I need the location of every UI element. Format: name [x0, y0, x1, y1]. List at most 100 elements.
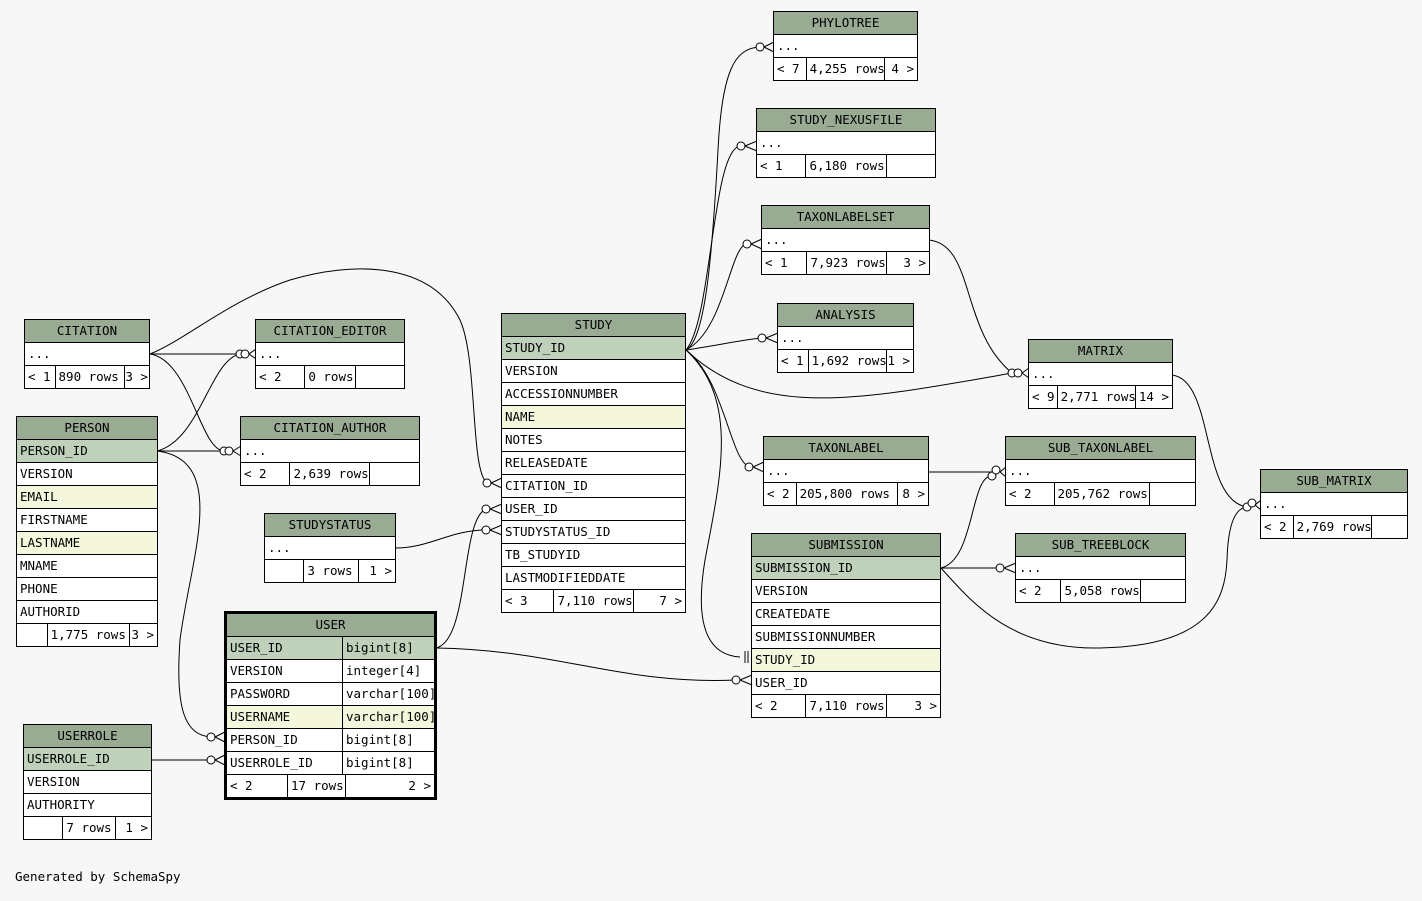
column-row[interactable]: SUBMISSION_ID: [752, 557, 940, 580]
table-name[interactable]: TAXONLABELSET: [762, 206, 929, 229]
column-row[interactable]: VERSION: [752, 580, 940, 603]
children-count[interactable]: 1 >: [357, 560, 395, 582]
table-name[interactable]: CITATION_EDITOR: [256, 320, 404, 343]
table-name[interactable]: USERROLE: [24, 725, 151, 748]
column-row[interactable]: EMAIL: [17, 486, 157, 509]
table-name[interactable]: MATRIX: [1029, 340, 1172, 363]
children-count[interactable]: 8 >: [897, 483, 928, 505]
column-row[interactable]: STUDY_ID: [752, 649, 940, 672]
column-row[interactable]: TB_STUDYID: [502, 544, 685, 567]
column-row[interactable]: USERROLE_ID: [24, 748, 151, 771]
parents-count[interactable]: [17, 624, 47, 646]
children-count[interactable]: 2 >: [345, 775, 434, 797]
column-row[interactable]: FIRSTNAME: [17, 509, 157, 532]
collapsed-columns[interactable]: ...: [256, 343, 404, 366]
column-row[interactable]: SUBMISSIONNUMBER: [752, 626, 940, 649]
parents-count[interactable]: < 7: [777, 61, 800, 76]
column-row[interactable]: LASTMODIFIEDDATE: [502, 567, 685, 590]
parents-count[interactable]: < 2: [755, 698, 778, 713]
column-row[interactable]: CREATEDATE: [752, 603, 940, 626]
collapsed-columns[interactable]: ...: [1029, 363, 1172, 386]
column-row[interactable]: STUDYSTATUS_ID: [502, 521, 685, 544]
children-count[interactable]: [1371, 516, 1407, 538]
column-row[interactable]: RELEASEDATE: [502, 452, 685, 475]
column-row[interactable]: LASTNAME: [17, 532, 157, 555]
children-count[interactable]: [368, 463, 419, 485]
table-name[interactable]: CITATION_AUTHOR: [241, 417, 419, 440]
column-row[interactable]: VERSION: [17, 463, 157, 486]
parents-count[interactable]: < 9: [1032, 389, 1055, 404]
collapsed-columns[interactable]: ...: [1016, 557, 1185, 580]
parents-count[interactable]: < 1: [28, 369, 51, 384]
table-name[interactable]: ANALYSIS: [778, 304, 913, 327]
column-row[interactable]: ACCESSIONNUMBER: [502, 383, 685, 406]
parents-count[interactable]: < 2: [767, 486, 790, 501]
collapsed-columns[interactable]: ...: [25, 343, 149, 366]
children-count[interactable]: 7 >: [632, 590, 685, 612]
parents-count[interactable]: < 1: [760, 158, 783, 173]
children-count[interactable]: 3 >: [885, 695, 940, 717]
children-count[interactable]: 14 >: [1135, 386, 1172, 408]
column-row[interactable]: USER_ID: [502, 498, 685, 521]
column-row[interactable]: AUTHORID: [17, 601, 157, 624]
parents-count[interactable]: [24, 817, 62, 839]
column-row[interactable]: CITATION_ID: [502, 475, 685, 498]
table-name[interactable]: SUB_TAXONLABEL: [1006, 437, 1195, 460]
collapsed-columns[interactable]: ...: [241, 440, 419, 463]
children-count[interactable]: [354, 366, 404, 388]
children-count[interactable]: [885, 155, 935, 177]
collapsed-columns[interactable]: ...: [757, 132, 935, 155]
children-count[interactable]: [1149, 483, 1195, 505]
children-count[interactable]: 4 >: [884, 58, 917, 80]
parents-count[interactable]: < 2: [259, 369, 282, 384]
column-row[interactable]: VERSION: [502, 360, 685, 383]
children-count[interactable]: 3 >: [885, 252, 930, 274]
parents-count[interactable]: < 2: [1264, 519, 1287, 534]
collapsed-columns[interactable]: ...: [265, 537, 395, 560]
table-name[interactable]: PERSON: [17, 417, 157, 440]
children-count[interactable]: 3 >: [129, 624, 157, 646]
parents-count[interactable]: < 2: [1009, 486, 1032, 501]
parents-count[interactable]: [265, 560, 303, 582]
children-count[interactable]: 3 >: [124, 366, 149, 388]
parents-count[interactable]: < 1: [781, 353, 804, 368]
table-name[interactable]: STUDY: [502, 314, 685, 337]
column-row[interactable]: USER_ID: [752, 672, 940, 695]
column-row[interactable]: STUDY_ID: [502, 337, 685, 360]
column-row[interactable]: NOTES: [502, 429, 685, 452]
collapsed-columns[interactable]: ...: [1261, 493, 1407, 516]
column-row[interactable]: VERSION: [24, 771, 151, 794]
table-name[interactable]: SUB_TREEBLOCK: [1016, 534, 1185, 557]
table-name[interactable]: SUB_MATRIX: [1261, 470, 1407, 493]
column-row[interactable]: MNAME: [17, 555, 157, 578]
collapsed-columns[interactable]: ...: [764, 460, 928, 483]
parents-count[interactable]: < 3: [505, 593, 528, 608]
children-count[interactable]: 1 >: [886, 350, 913, 372]
parents-count[interactable]: < 2: [1019, 583, 1042, 598]
parents-count[interactable]: < 2: [244, 466, 267, 481]
table-name[interactable]: SUBMISSION: [752, 534, 940, 557]
column-row[interactable]: AUTHORITY: [24, 794, 151, 817]
collapsed-columns[interactable]: ...: [778, 327, 913, 350]
table-name[interactable]: PHYLOTREE: [774, 12, 917, 35]
